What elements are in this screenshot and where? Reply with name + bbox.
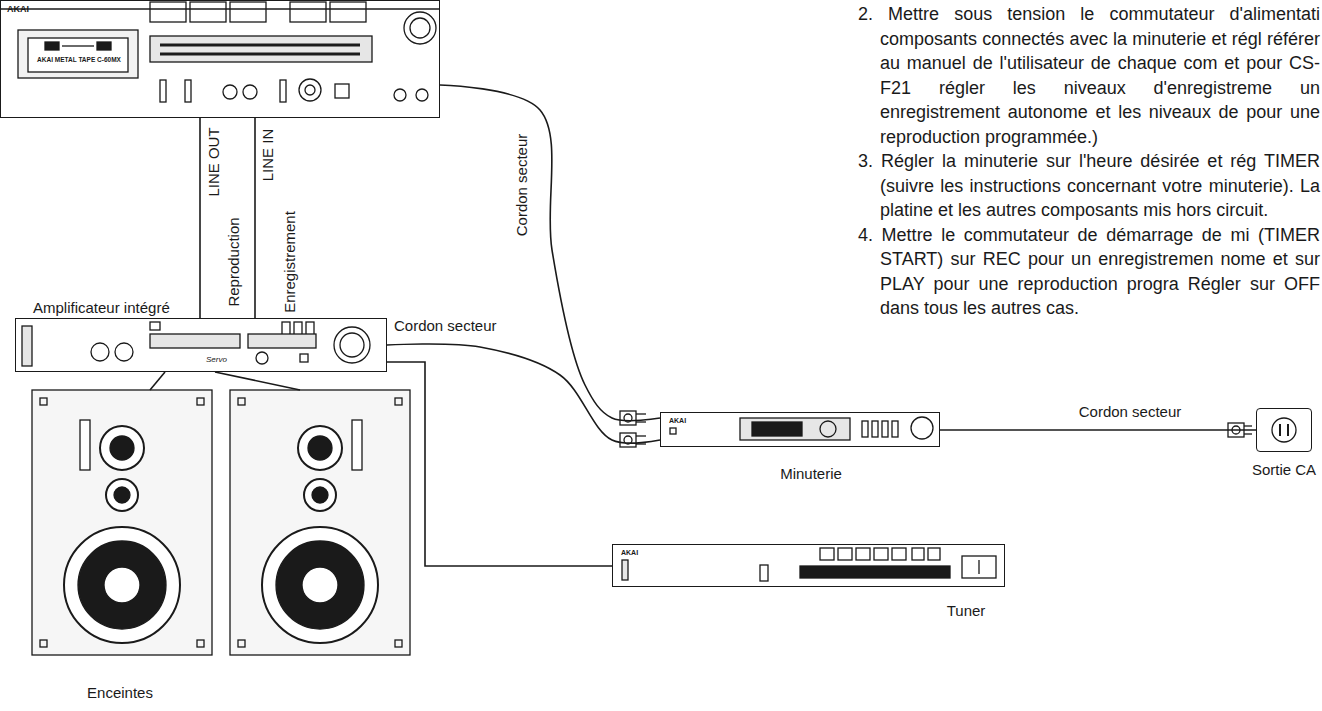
port-label: LINE IN (260, 127, 277, 184)
device-label: Tuner (947, 602, 986, 619)
cable (387, 362, 612, 566)
integrated-amplifier: Amplificateur intégréServo (15, 318, 387, 372)
port-label: LINE OUT (206, 125, 223, 198)
brand-logo: AKAI (7, 4, 29, 14)
cable-label: Reproduction (226, 215, 243, 308)
instruction-step: 3. Régler la minuterie sur l'heure désir… (858, 149, 1320, 223)
speakers: Enceintes (32, 390, 410, 655)
tuner-drawing (622, 548, 996, 581)
cassette-label: AKAI METAL TAPE C-60MX (37, 56, 121, 63)
tuner: AKAITuner (612, 544, 1005, 587)
ac-outlet-drawing (1272, 418, 1296, 442)
timer-drawing (670, 417, 933, 440)
cable-label: Cordon secteur (392, 318, 499, 335)
cable (940, 429, 1256, 431)
cable (387, 344, 660, 443)
instruction-text: 2. Mettre sous tension le commutateur d'… (858, 2, 1320, 321)
device-label: Enceintes (87, 684, 153, 701)
cable-label: Cordon secteur (514, 132, 531, 239)
brand-logo: AKAI (621, 549, 638, 557)
cable (199, 118, 201, 318)
ac-outlet: Sortie CA (1256, 408, 1312, 452)
cable (215, 372, 300, 390)
brand-logo: AKAI (669, 417, 686, 425)
cable (150, 372, 165, 390)
timer: AKAIMinuterie (660, 412, 940, 447)
device-label: Minuterie (780, 465, 842, 482)
cable (440, 85, 660, 421)
cassette-deck-drawing (0, 2, 440, 102)
amplifier-drawing (22, 322, 370, 366)
device-label: Sortie CA (1252, 461, 1316, 478)
instruction-step: 4. Mettre le commutateur de démarrage de… (858, 223, 1320, 321)
device-label: Amplificateur intégré (33, 299, 170, 316)
cable (254, 118, 256, 318)
cable-label: Enregistrement (282, 209, 299, 315)
instruction-step: 2. Mettre sous tension le commutateur d'… (858, 2, 1320, 149)
cable-label: Cordon secteur (1077, 404, 1184, 421)
cassette-deck: AKAI AKAI METAL TAPE C-60MX (0, 0, 440, 118)
speakers-drawing (32, 390, 410, 655)
panel-marking: Servo (206, 355, 227, 364)
